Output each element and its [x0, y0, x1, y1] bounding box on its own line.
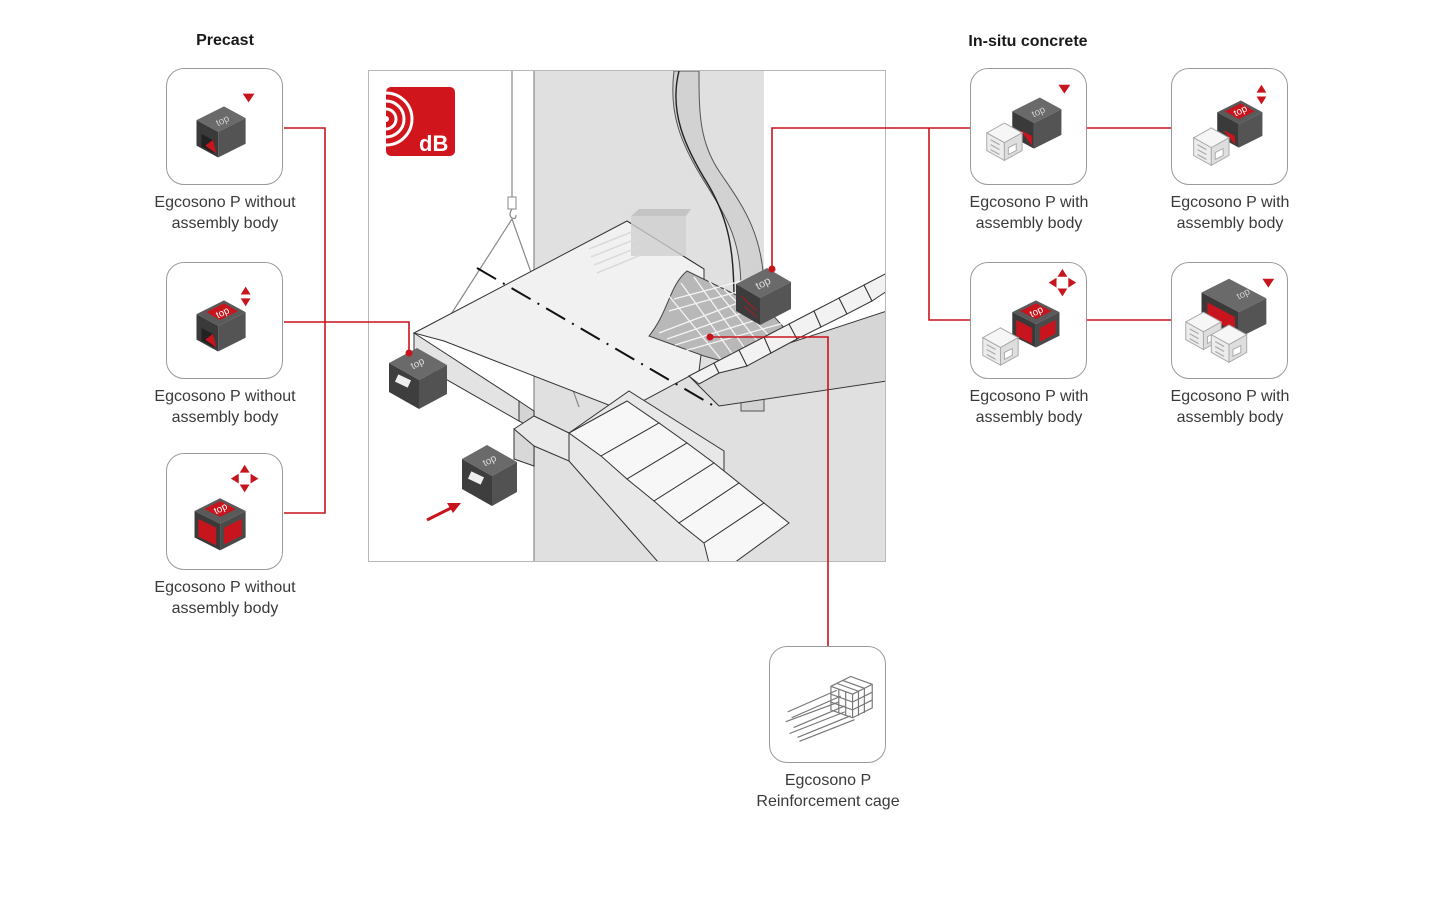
precast-product-caption-3: Egcosono P without assembly body [135, 577, 315, 619]
insitu-acoustic-box: top [736, 268, 791, 325]
precast-product-caption-2: Egcosono P without assembly body [135, 386, 315, 428]
insitu-heading: In-situ concrete [968, 33, 1088, 50]
box-arrow-updown-icon: top [196, 286, 251, 352]
insitu-product-caption-3: Egcosono P with assembly body [939, 386, 1119, 428]
caption-line: assembly body [1176, 215, 1284, 232]
svg-text:dB: dB [419, 131, 448, 156]
insitu-product-card-1[interactable]: top [970, 68, 1087, 185]
sound-db-logo: dB [383, 87, 455, 156]
insitu-product-card-2[interactable]: top [1171, 68, 1288, 185]
caption-line: assembly body [171, 600, 279, 617]
caption-line: Egcosono P [784, 772, 872, 789]
precast-connector-bus [284, 127, 326, 514]
reinforcement-cage-card[interactable] [769, 646, 886, 763]
wide-box-double-assembly-arrow-down-icon: top [1185, 278, 1275, 363]
staircase-illustration: top top [383, 71, 885, 561]
caption-line: assembly body [975, 409, 1083, 426]
caption-line: assembly body [171, 215, 279, 232]
insitu-product-card-3[interactable]: top [970, 262, 1087, 379]
insitu-product-caption-4: Egcosono P with assembly body [1140, 386, 1320, 428]
caption-line: assembly body [975, 215, 1083, 232]
reinforcement-cage-icon [785, 675, 873, 742]
loose-acoustic-box: top [462, 445, 517, 506]
precast-acoustic-box: top [389, 348, 447, 409]
insert-direction-arrow [426, 503, 461, 522]
insitu-product-caption-2: Egcosono P with assembly body [1140, 192, 1320, 234]
precast-product-card-3[interactable]: top [166, 453, 283, 570]
staircase-installation-scene: top top [368, 70, 886, 562]
box-assembly-arrow-down-icon: top [986, 84, 1071, 161]
precast-heading: Precast [196, 32, 254, 49]
insitu-product-caption-1: Egcosono P with assembly body [939, 192, 1119, 234]
caption-line: Egcosono P with [1170, 194, 1290, 211]
precast-product-card-1[interactable]: top [166, 68, 283, 185]
caption-line: Egcosono P without [154, 579, 296, 596]
reinforcement-cage-caption: Egcosono P Reinforcement cage [738, 770, 918, 812]
caption-line: Egcosono P with [969, 194, 1089, 211]
caption-line: Egcosono P without [154, 194, 296, 211]
box-arrow-down-icon: top [196, 93, 255, 158]
box-arrow-all-directions-icon: top [194, 464, 259, 551]
insitu-product-card-4[interactable]: top [1171, 262, 1288, 379]
caption-line: Reinforcement cage [756, 793, 900, 810]
caption-line: Egcosono P without [154, 388, 296, 405]
precast-product-card-2[interactable]: top [166, 262, 283, 379]
box-assembly-arrow-all-directions-icon: top [982, 268, 1077, 366]
caption-line: Egcosono P with [1170, 388, 1290, 405]
caption-line: assembly body [171, 409, 279, 426]
box-assembly-arrow-updown-icon: top [1193, 84, 1267, 166]
caption-line: Egcosono P with [969, 388, 1089, 405]
precast-product-caption-1: Egcosono P without assembly body [135, 192, 315, 234]
caption-line: assembly body [1176, 409, 1284, 426]
